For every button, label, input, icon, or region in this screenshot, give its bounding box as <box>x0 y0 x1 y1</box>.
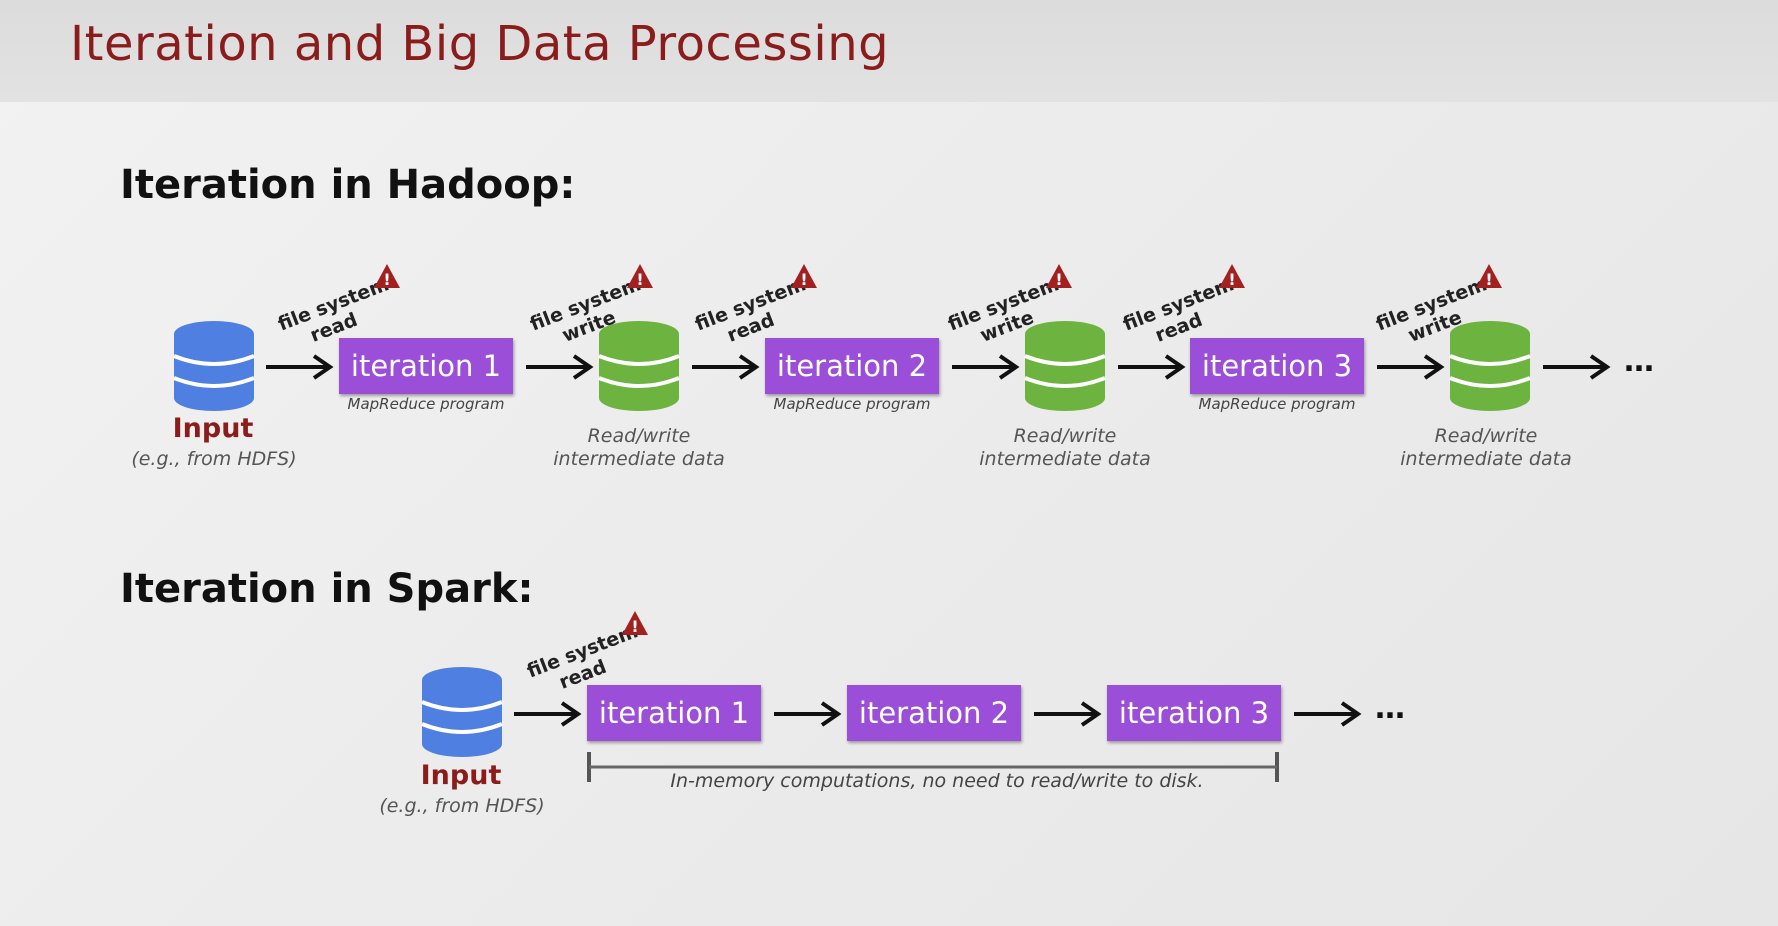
title-bar: Iteration and Big Data Processing <box>0 0 1778 102</box>
svg-text:!: ! <box>800 270 807 289</box>
svg-text:!: ! <box>631 617 638 636</box>
warning-triangle-icon: ! <box>627 264 653 289</box>
hadoop-arrow-2 <box>526 354 594 380</box>
svg-text:!: ! <box>636 270 643 289</box>
warning-triangle-icon: ! <box>1476 264 1502 289</box>
spark-iteration-1-box: iteration 1 <box>587 685 761 741</box>
spark-input-database-icon <box>421 667 503 757</box>
hadoop-arrow-3 <box>692 354 760 380</box>
warning-triangle-icon: ! <box>622 611 648 636</box>
spark-iteration-3-box: iteration 3 <box>1107 685 1281 741</box>
in-memory-span-bracket <box>587 752 1279 782</box>
warning-triangle-icon: ! <box>1046 264 1072 289</box>
hadoop-iteration-3-sublabel: MapReduce program <box>1198 395 1356 413</box>
hadoop-arrow-5 <box>1118 354 1186 380</box>
warning-triangle-icon: ! <box>1219 264 1245 289</box>
spark-arrow-2 <box>774 701 842 727</box>
spark-ellipsis: … <box>1375 691 1407 726</box>
hadoop-iteration-2-box: iteration 2 <box>765 338 939 394</box>
svg-text:!: ! <box>383 270 390 289</box>
in-memory-note: In-memory computations, no need to read/… <box>670 770 1204 792</box>
spark-input-caption: (e.g., from HDFS) <box>379 795 545 817</box>
hadoop-iteration-3-box: iteration 3 <box>1190 338 1364 394</box>
hadoop-iteration-1-box: iteration 1 <box>339 338 513 394</box>
svg-text:!: ! <box>1228 270 1235 289</box>
spark-input-label: Input <box>420 760 502 791</box>
spark-arrow-4 <box>1294 701 1362 727</box>
spark-heading: Iteration in Spark: <box>120 566 534 612</box>
hadoop-intermediate-database-1-icon <box>598 321 680 411</box>
hadoop-iteration-1-sublabel: MapReduce program <box>347 395 505 413</box>
warning-triangle-icon: ! <box>791 264 817 289</box>
spark-arrow-1 <box>514 701 582 727</box>
hadoop-intermediate-database-3-icon <box>1449 321 1531 411</box>
hadoop-arrow-1 <box>266 354 334 380</box>
hadoop-ellipsis: … <box>1624 344 1656 379</box>
hadoop-iteration-2-sublabel: MapReduce program <box>773 395 931 413</box>
spark-iteration-2-box: iteration 2 <box>847 685 1021 741</box>
svg-text:!: ! <box>1055 270 1062 289</box>
svg-text:!: ! <box>1485 270 1492 289</box>
hadoop-intermediate-database-2-icon <box>1024 321 1106 411</box>
hadoop-heading: Iteration in Hadoop: <box>120 162 576 208</box>
hadoop-input-caption: (e.g., from HDFS) <box>131 448 297 470</box>
hadoop-arrow-4 <box>952 354 1020 380</box>
slide-title: Iteration and Big Data Processing <box>70 16 890 72</box>
hadoop-arrow-7 <box>1543 354 1611 380</box>
spark-arrow-3 <box>1034 701 1102 727</box>
hadoop-input-label: Input <box>172 413 254 444</box>
hadoop-arrow-6 <box>1377 354 1445 380</box>
hadoop-input-database-icon <box>173 321 255 411</box>
warning-triangle-icon: ! <box>374 264 400 289</box>
